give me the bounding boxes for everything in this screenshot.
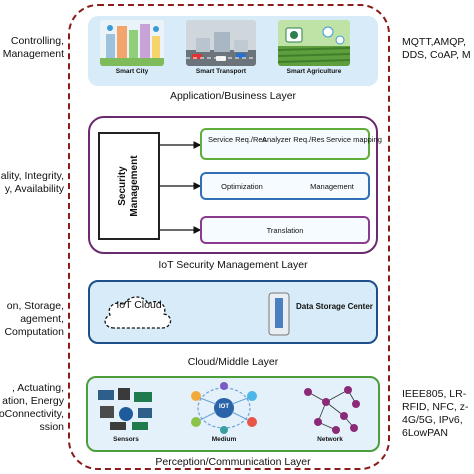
- smart-transport-caption: Smart Transport: [195, 68, 247, 75]
- translation-text: Translation: [266, 226, 304, 235]
- analyzer-req-text: Analyzer Req./Res: [262, 135, 325, 144]
- right-text-line: 4G/5G, IPv6,: [402, 414, 463, 426]
- service-box: Service Req./Res Analyzer Req./Res Servi…: [200, 128, 382, 160]
- left-text-perception: , Actuating, ation, Energy oConnectivity…: [0, 382, 64, 434]
- smart-agriculture-image: [278, 20, 350, 66]
- right-text-line: 6LowPAN: [402, 427, 448, 439]
- perception-layer-box: Sensors IOT Medium: [86, 376, 380, 452]
- network-image: [304, 386, 360, 434]
- left-text-line: on, Storage,: [6, 300, 64, 312]
- right-text-line: RFID, NFC, z-: [402, 401, 469, 413]
- application-layer-box: Smart City Smart Transport Smart Agricul…: [88, 16, 378, 86]
- cloud-icon: [104, 296, 172, 329]
- security-management-label: Security Management: [117, 155, 140, 217]
- smart-city-caption: Smart City: [115, 68, 149, 75]
- iot-center-label: IOT: [219, 404, 229, 410]
- medium-caption: Medium: [211, 436, 237, 443]
- sensors-image: [94, 384, 158, 434]
- service-mapping-text: Service mapping: [326, 135, 382, 144]
- left-text-line: agement,: [20, 313, 64, 325]
- storage-server-icon: [268, 292, 290, 336]
- left-text-security: ality, Integrity, y, Availability: [1, 170, 64, 196]
- architecture-frame: [68, 4, 390, 470]
- management-text: Management: [310, 182, 354, 191]
- security-management-box: Security Management: [98, 132, 160, 240]
- left-text-application: Controlling, Management: [3, 35, 64, 61]
- right-text-line: IEEE805, LR-: [402, 388, 467, 400]
- security-layer-label: IoT Security Management Layer: [158, 259, 308, 271]
- left-text-line: ation, Energy: [2, 395, 64, 407]
- medium-image: [191, 382, 257, 434]
- iot-cloud-label: IoT Cloud: [116, 299, 162, 311]
- translation-box: Translation: [200, 216, 370, 244]
- sensors-caption: Sensors: [113, 436, 139, 443]
- left-text-line: y, Availability: [4, 183, 64, 195]
- smart-agriculture-caption: Smart Agriculture: [286, 68, 342, 75]
- cloud-layer-box: IoT Cloud Data Storage Center: [88, 280, 378, 344]
- left-text-line: ssion: [39, 421, 64, 433]
- service-req-text: Service Req./Res: [208, 135, 267, 144]
- left-text-line: Controlling,: [10, 35, 64, 47]
- left-text-line: Management: [2, 48, 64, 60]
- left-text-line: ality, Integrity,: [0, 170, 64, 182]
- optimization-text: Optimization: [221, 182, 263, 191]
- smart-transport-image: [186, 20, 256, 66]
- application-layer-label: Application/Business Layer: [169, 90, 297, 102]
- cloud-layer-label: Cloud/Middle Layer: [187, 356, 279, 368]
- perception-layer-label: Perception/Communication Layer: [155, 456, 311, 468]
- left-text-line: Computation: [4, 326, 64, 338]
- data-storage-label: Data Storage Center: [296, 302, 373, 311]
- left-text-line: , Actuating,: [12, 382, 64, 394]
- right-text-perception: IEEE805, LR- RFID, NFC, z- 4G/5G, IPv6, …: [402, 388, 469, 440]
- security-arrows: [160, 141, 202, 234]
- smart-city-image: [100, 20, 164, 66]
- left-text-cloud: on, Storage, agement, Computation: [4, 300, 64, 339]
- right-text-application: MQTT,AMQP, DDS, CoAP, M: [402, 36, 471, 62]
- right-text-line: DDS, CoAP, M: [402, 49, 471, 61]
- network-caption: Network: [317, 436, 343, 443]
- left-text-line: oConnectivity,: [0, 408, 64, 420]
- optimization-box: Optimization Management: [200, 172, 370, 200]
- right-text-line: MQTT,AMQP,: [402, 36, 466, 48]
